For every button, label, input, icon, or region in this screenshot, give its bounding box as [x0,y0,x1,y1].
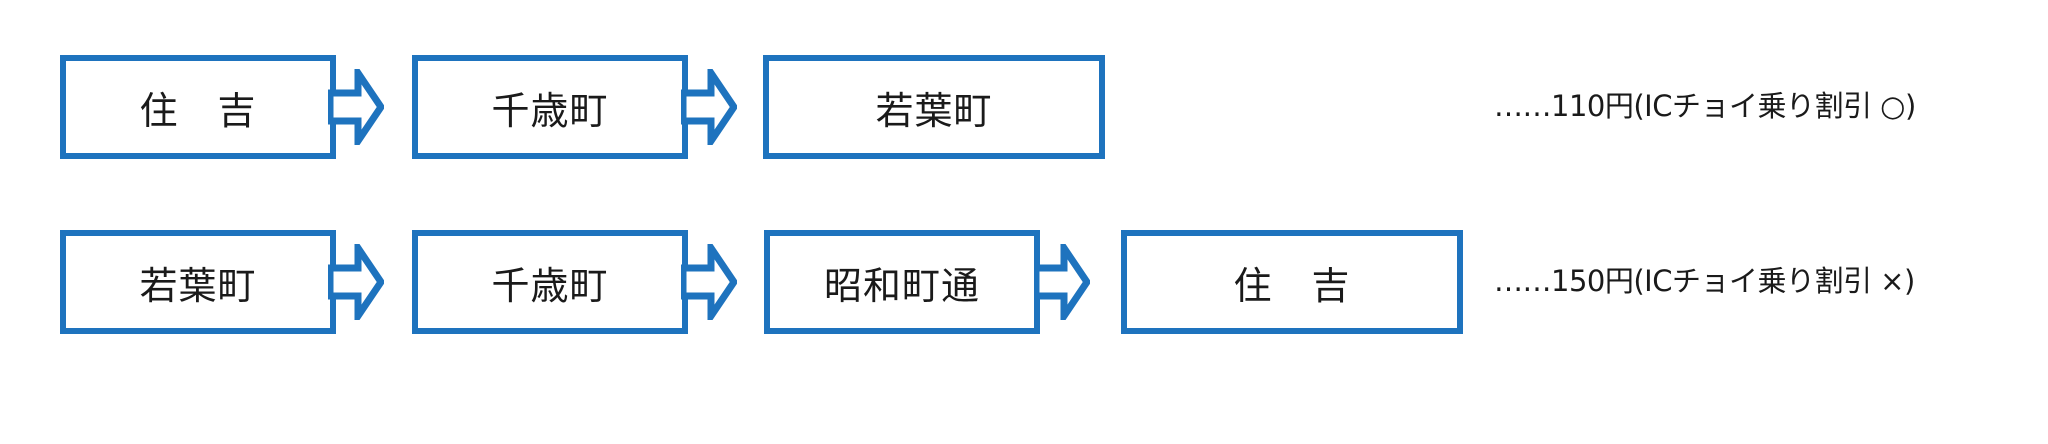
station-box: 千歳町 [412,230,688,334]
station-box: 昭和町通 [764,230,1040,334]
station-box: 千歳町 [412,55,688,159]
right-arrow-icon [328,69,384,145]
route-row-2: 若葉町 千歳町 昭和町通 住 吉 ……150円(ICチョイ乗り割引 ×) [0,230,2048,334]
station-box: 若葉町 [60,230,336,334]
station-label: 若葉町 [875,88,993,133]
route-row-1: 住 吉 千歳町 若葉町 ……110円(ICチョイ乗り割引 ○) [0,55,2048,159]
station-label: 千歳町 [491,88,609,133]
fare-note: ……150円(ICチョイ乗り割引 ×) [1494,264,1915,298]
right-arrow-icon [681,244,737,320]
station-label: 住 吉 [139,88,257,133]
station-box: 若葉町 [763,55,1105,159]
station-box: 住 吉 [60,55,336,159]
right-arrow-icon [681,69,737,145]
right-arrow-icon [328,244,384,320]
station-label: 昭和町通 [823,263,980,308]
fare-note: ……110円(ICチョイ乗り割引 ○) [1494,89,1916,123]
right-arrow-icon [1034,244,1090,320]
station-box: 住 吉 [1121,230,1463,334]
station-label: 若葉町 [139,263,257,308]
station-label: 住 吉 [1233,263,1351,308]
station-label: 千歳町 [491,263,609,308]
